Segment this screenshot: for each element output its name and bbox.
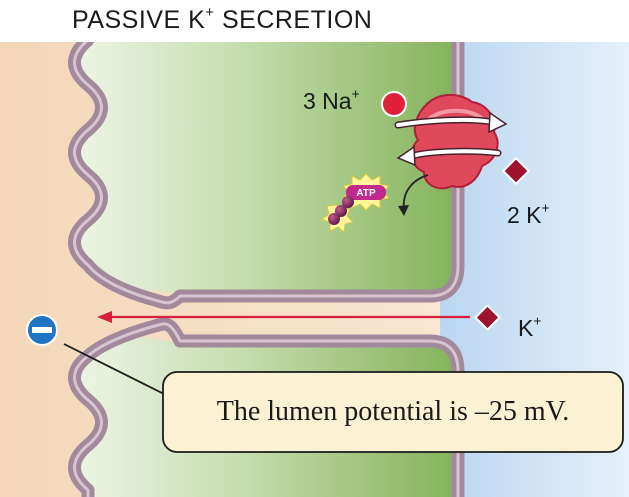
- potassium-ion-channel: [474, 304, 501, 331]
- sodium-label: 3 Na+: [303, 86, 360, 114]
- upper-cell: [74, 42, 455, 294]
- atp-label: ATP: [356, 188, 376, 199]
- phosphate-ball: [335, 205, 347, 217]
- potassium-ion-pump: [501, 156, 531, 186]
- callout-box: [162, 371, 624, 453]
- potassium-channel-label: K+: [518, 313, 542, 341]
- diagram-title: PASSIVE K+ SECRETION: [72, 3, 373, 34]
- potassium-pump-label: 2 K+: [507, 200, 550, 228]
- sodium-ion: [381, 91, 407, 117]
- callout-pointer: [63, 343, 173, 399]
- phosphate-ball: [342, 196, 354, 208]
- phosphate-ball: [328, 213, 340, 225]
- callout-text: The lumen potential is –25 mV.: [216, 396, 570, 427]
